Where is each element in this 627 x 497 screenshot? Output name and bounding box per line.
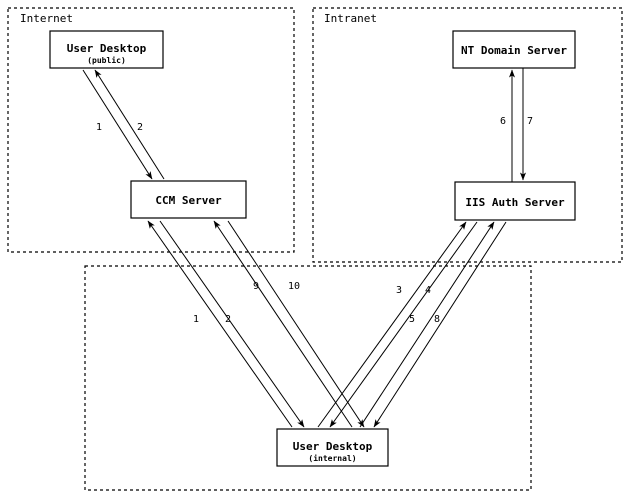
node-box-ccm-server[interactable] bbox=[130, 180, 247, 219]
flow-line-step-8 bbox=[373, 221, 507, 428]
flow-line-step-9 bbox=[213, 220, 353, 428]
step-label-8: 8 bbox=[434, 314, 440, 325]
node-box-nt-domain-server[interactable] bbox=[452, 30, 576, 69]
zone-label-intranet: Intranet bbox=[324, 12, 377, 25]
step-label-3: 3 bbox=[396, 285, 402, 296]
step-label-2-internal: 2 bbox=[225, 314, 231, 325]
node-title-iis-auth-server: IIS Auth Server bbox=[465, 196, 565, 209]
flow-line-step-1-internal bbox=[147, 220, 293, 428]
step-label-10: 10 bbox=[288, 281, 300, 292]
flow-line-step-3 bbox=[317, 221, 467, 428]
node-title-ccm-server: CCM Server bbox=[155, 194, 222, 207]
node-title-user-desktop-internal: User Desktop bbox=[293, 440, 373, 453]
node-subtitle-user-desktop-internal: (internal) bbox=[308, 453, 356, 463]
flow-line-step-4 bbox=[329, 221, 478, 428]
node-title-nt-domain-server: NT Domain Server bbox=[461, 44, 567, 57]
flow-line-step-2-public bbox=[94, 69, 165, 180]
step-label-1-internal: 1 bbox=[193, 314, 199, 325]
node-box-user-desktop-public[interactable] bbox=[49, 30, 164, 69]
step-label-7: 7 bbox=[527, 116, 533, 127]
step-label-1-public: 1 bbox=[96, 122, 102, 133]
flow-line-step-2-internal bbox=[159, 220, 305, 428]
node-ccm-server[interactable]: CCM Server bbox=[130, 180, 247, 219]
node-user-desktop-internal[interactable]: User Desktop (internal) bbox=[276, 428, 389, 467]
zone-label-internet: Internet bbox=[20, 12, 73, 25]
step-label-2-public: 2 bbox=[137, 122, 143, 133]
step-label-5: 5 bbox=[409, 314, 415, 325]
node-box-user-desktop-internal[interactable] bbox=[276, 428, 389, 467]
zone-box-internet bbox=[7, 7, 295, 253]
flow-line-step-5 bbox=[359, 221, 495, 428]
step-label-9: 9 bbox=[253, 281, 259, 292]
flow-line-step-1-public bbox=[82, 69, 153, 180]
flow-step-labels: 1 2 1 2 3 4 5 6 7 8 9 10 bbox=[96, 116, 533, 325]
node-box-iis-auth-server[interactable] bbox=[454, 181, 576, 221]
zone-box-intranet bbox=[312, 7, 623, 263]
flow-line-step-10 bbox=[227, 220, 365, 428]
node-title-user-desktop-public: User Desktop bbox=[67, 42, 147, 55]
node-iis-auth-server[interactable]: IIS Auth Server bbox=[454, 181, 576, 221]
zone-boundaries bbox=[7, 7, 623, 491]
node-subtitle-user-desktop-public: (public) bbox=[87, 55, 126, 65]
zone-box-internal-lan bbox=[84, 265, 532, 491]
step-label-4: 4 bbox=[425, 285, 431, 296]
step-label-6: 6 bbox=[500, 116, 506, 127]
node-user-desktop-public[interactable]: User Desktop (public) bbox=[49, 30, 164, 69]
node-nt-domain-server[interactable]: NT Domain Server bbox=[452, 30, 576, 69]
flow-lines bbox=[82, 68, 526, 428]
